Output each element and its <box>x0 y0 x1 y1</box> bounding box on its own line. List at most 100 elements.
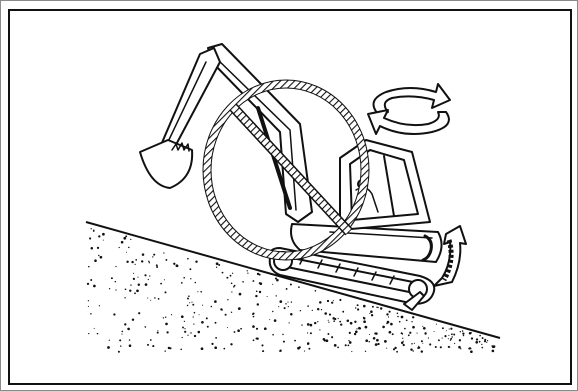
ground-speckle <box>118 351 120 353</box>
ground-speckle <box>97 333 99 335</box>
ground-speckle <box>138 312 140 314</box>
ground-speckle <box>231 291 232 292</box>
ground-speckle <box>300 310 301 311</box>
ground-speckle <box>284 307 286 309</box>
ground-speckle <box>165 259 167 261</box>
ground-speckle <box>150 339 152 341</box>
ground-speckle <box>237 329 240 332</box>
ground-speckle <box>324 312 327 315</box>
ground-speckle <box>182 327 184 329</box>
ground-speckle <box>109 340 110 341</box>
ground-speckle <box>401 316 404 319</box>
ground-speckle <box>317 321 318 322</box>
ground-speckle <box>184 321 185 322</box>
ground-speckle <box>256 291 258 293</box>
ground-speckle <box>180 348 182 350</box>
ground-speckle <box>486 342 487 343</box>
ground-speckle <box>253 339 255 341</box>
ground-speckle <box>492 345 495 348</box>
ground-speckle <box>460 348 461 349</box>
ground-speckle <box>414 343 415 344</box>
ground-speckle <box>103 240 104 241</box>
ground-speckle <box>401 332 403 334</box>
ground-speckle <box>386 313 388 315</box>
ground-speckle <box>193 324 194 325</box>
ground-speckle <box>363 320 366 323</box>
ground-speckle <box>199 314 200 315</box>
ground-speckle <box>412 326 415 329</box>
ground-speckle <box>347 320 350 323</box>
ground-speckle <box>374 332 376 334</box>
ground-speckle <box>358 305 359 306</box>
ground-speckle <box>345 344 347 346</box>
ground-speckle <box>125 235 127 237</box>
ground-speckle <box>147 297 148 298</box>
ground-speckle <box>449 329 450 330</box>
ground-speckle <box>424 332 426 334</box>
ground-speckle <box>129 290 131 292</box>
ground-speckle <box>286 288 288 290</box>
ground-speckle <box>402 338 403 339</box>
ground-speckle <box>157 332 159 334</box>
ground-speckle <box>384 340 387 343</box>
ground-speckle <box>264 327 267 330</box>
ground-speckle <box>272 311 273 312</box>
ground-speckle <box>307 323 310 326</box>
ground-speckle <box>131 261 133 263</box>
ground-speckle <box>191 302 192 303</box>
ground-speckle <box>169 347 171 349</box>
ground-speckle <box>153 254 155 256</box>
ground-speckle <box>232 273 233 274</box>
ground-speckle <box>327 300 329 302</box>
ground-speckle <box>446 330 447 331</box>
ground-speckle <box>331 302 333 304</box>
ground-speckle <box>470 332 472 334</box>
ground-speckle <box>98 235 100 237</box>
ground-speckle <box>409 332 411 334</box>
ground-speckle <box>227 327 228 328</box>
ground-speckle <box>482 347 484 349</box>
ground-speckle <box>94 328 95 329</box>
ground-speckle <box>201 347 204 350</box>
ground-speckle <box>164 279 165 280</box>
excavator-bucket <box>140 140 192 188</box>
ground-speckle <box>215 337 217 339</box>
ground-speckle <box>93 230 95 232</box>
ground-speckle <box>327 333 329 335</box>
ground-speckle <box>252 280 254 282</box>
ground-speckle <box>163 252 164 253</box>
ground-speckle <box>187 335 188 336</box>
ground-speckle <box>417 347 419 349</box>
ground-speckle <box>121 334 122 335</box>
ground-speckle <box>462 332 464 334</box>
ground-speckle <box>412 350 413 351</box>
ground-speckle <box>231 312 232 313</box>
ground-speckle <box>207 326 209 328</box>
ground-speckle <box>200 291 202 293</box>
ground-speckle <box>283 341 285 343</box>
ground-speckle <box>348 345 350 347</box>
ground-speckle <box>133 273 134 274</box>
ground-speckle <box>482 337 484 339</box>
ground-speckle <box>256 328 258 330</box>
ground-speckle <box>198 331 201 334</box>
ground-speckle <box>144 274 146 276</box>
ground-speckle <box>156 266 158 268</box>
ground-speckle <box>436 324 437 325</box>
ground-speckle <box>365 339 368 342</box>
ground-speckle <box>218 264 220 266</box>
ground-speckle <box>470 350 473 353</box>
ground-speckle <box>406 319 408 321</box>
ground-speckle <box>290 313 293 316</box>
ground-speckle <box>348 340 349 341</box>
ground-speckle <box>422 343 423 344</box>
ground-speckle <box>158 298 160 300</box>
ground-speckle <box>195 282 196 283</box>
ground-speckle <box>124 297 125 298</box>
ground-speckle <box>386 323 388 325</box>
ground-speckle <box>165 323 168 326</box>
ground-speckle <box>307 332 308 333</box>
ground-speckle <box>397 316 399 318</box>
ground-speckle <box>475 341 478 344</box>
ground-speckle <box>404 328 406 330</box>
